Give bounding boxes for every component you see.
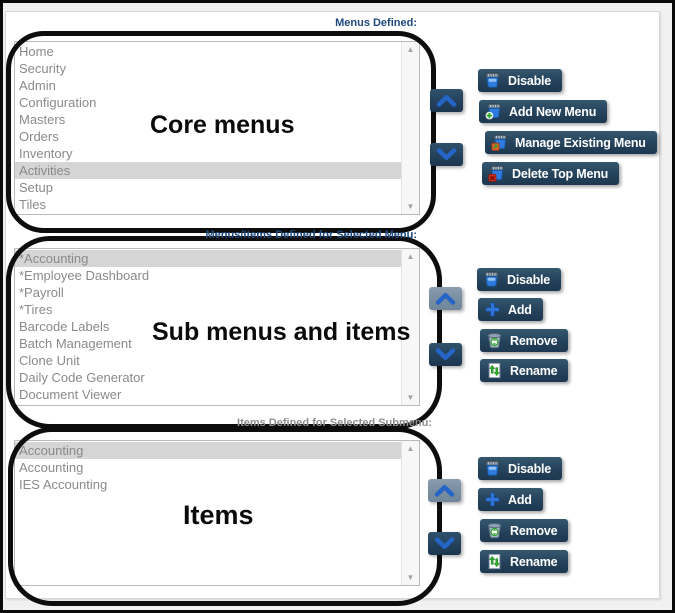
manage-existing-menu-button[interactable]: Manage Existing Menu (485, 131, 657, 154)
scroll-down-icon[interactable]: ▼ (406, 201, 415, 211)
scroll-down-icon[interactable]: ▼ (406, 392, 415, 402)
plus-icon (484, 301, 501, 318)
submenus-listbox[interactable]: *Accounting *Employee Dashboard *Payroll… (14, 248, 420, 406)
list-item[interactable]: Masters (19, 112, 66, 127)
scrollbar[interactable]: ▲ ▼ (401, 249, 419, 405)
chevron-down-icon (436, 148, 457, 161)
list-item[interactable]: Batch Management (19, 336, 132, 351)
remove-button-label: Remove (510, 333, 558, 348)
move-up-button[interactable] (429, 287, 462, 310)
menu-box-icon (484, 72, 501, 89)
submenus-annotation-text: Sub menus and items (152, 318, 411, 346)
plus-icon (484, 491, 501, 508)
list-item[interactable]: *Employee Dashboard (19, 268, 150, 283)
list-item[interactable]: Document Viewer (19, 387, 122, 402)
scroll-down-icon[interactable]: ▼ (406, 572, 415, 582)
list-item[interactable]: Security (19, 61, 66, 76)
disable-button[interactable]: Disable (478, 69, 563, 92)
add-button-label: Add (508, 492, 532, 507)
list-item[interactable]: Configuration (19, 95, 97, 110)
add-new-menu-button[interactable]: Add New Menu (479, 100, 608, 123)
menu-box-icon (484, 460, 501, 477)
chevron-down-icon (434, 537, 455, 550)
scroll-up-icon[interactable]: ▲ (406, 443, 415, 453)
list-item-selected[interactable]: Activities (15, 162, 401, 179)
scroll-up-icon[interactable]: ▲ (406, 44, 415, 54)
list-item[interactable]: *Payroll (19, 285, 64, 300)
core-menus-annotation-text: Core menus (150, 111, 295, 139)
menus-items-defined-label: Menus/Items Defined for Selected Menu: (205, 229, 417, 241)
trash-recycle-icon (486, 332, 503, 349)
disable-button[interactable]: Disable (477, 268, 562, 291)
rename-page-icon (486, 553, 503, 570)
move-down-button[interactable] (428, 532, 461, 555)
add-new-menu-button-label: Add New Menu (509, 104, 597, 119)
remove-button-label: Remove (510, 523, 558, 538)
list-item-selected[interactable]: Accounting (15, 442, 401, 459)
scroll-up-icon[interactable]: ▲ (406, 251, 415, 261)
move-down-button[interactable] (429, 343, 462, 366)
disable-button[interactable]: Disable (478, 457, 563, 480)
add-button[interactable]: Add (478, 488, 543, 511)
move-up-button[interactable] (428, 479, 461, 502)
list-item[interactable]: Admin (19, 78, 56, 93)
disable-button-label: Disable (508, 461, 552, 476)
rename-button[interactable]: Rename (480, 359, 569, 382)
list-item[interactable]: Clone Unit (19, 353, 80, 368)
list-item[interactable]: Tiles (19, 197, 46, 212)
remove-button[interactable]: Remove (480, 519, 569, 542)
menu-box-manage-icon (491, 134, 508, 151)
rename-button-label: Rename (510, 554, 558, 569)
rename-page-icon (486, 362, 503, 379)
scrollbar[interactable]: ▲ ▼ (401, 441, 419, 585)
rename-button-label: Rename (510, 363, 558, 378)
menus-defined-label: Menus Defined: (335, 17, 417, 29)
menu-box-add-icon (485, 103, 502, 120)
list-item[interactable]: Inventory (19, 146, 73, 161)
list-item[interactable]: Setup (19, 180, 53, 195)
list-item[interactable]: Barcode Labels (19, 319, 110, 334)
list-item[interactable]: Orders (19, 129, 59, 144)
items-listbox[interactable]: Accounting Accounting IES Accounting ▲ ▼ (14, 440, 420, 586)
move-up-button[interactable] (430, 89, 463, 112)
submenus-rows: *Accounting *Employee Dashboard *Payroll… (15, 249, 401, 405)
trash-recycle-icon (486, 522, 503, 539)
list-item[interactable]: Daily Code Generator (19, 370, 145, 385)
disable-button-label: Disable (508, 73, 552, 88)
list-item[interactable]: Accounting (19, 460, 84, 475)
chevron-up-icon (434, 484, 455, 497)
scrollbar[interactable]: ▲ ▼ (401, 42, 419, 214)
menu-box-icon (483, 271, 500, 288)
menu-box-delete-icon (488, 165, 505, 182)
list-item[interactable]: *Tires (19, 302, 53, 317)
items-defined-label: Items Defined for Selected Submenu: (237, 417, 432, 429)
items-rows: Accounting Accounting IES Accounting (15, 441, 401, 585)
add-button[interactable]: Add (478, 298, 543, 321)
items-annotation-text: Items (183, 500, 254, 530)
delete-top-menu-button-label: Delete Top Menu (512, 166, 609, 181)
chevron-up-icon (436, 94, 457, 107)
move-down-button[interactable] (430, 143, 463, 166)
chevron-down-icon (435, 348, 456, 361)
remove-button[interactable]: Remove (480, 329, 569, 352)
list-item[interactable]: IES Accounting (19, 477, 108, 492)
manage-existing-menu-button-label: Manage Existing Menu (515, 135, 646, 150)
core-menus-rows: Home Security Admin Configuration Master… (15, 42, 401, 214)
add-button-label: Add (508, 302, 532, 317)
list-item[interactable]: Home (19, 44, 54, 59)
core-menus-listbox[interactable]: Home Security Admin Configuration Master… (14, 41, 420, 215)
disable-button-label: Disable (507, 272, 551, 287)
rename-button[interactable]: Rename (480, 550, 569, 573)
chevron-up-icon (435, 292, 456, 305)
list-item-selected[interactable]: *Accounting (15, 250, 401, 267)
delete-top-menu-button[interactable]: Delete Top Menu (482, 162, 620, 185)
